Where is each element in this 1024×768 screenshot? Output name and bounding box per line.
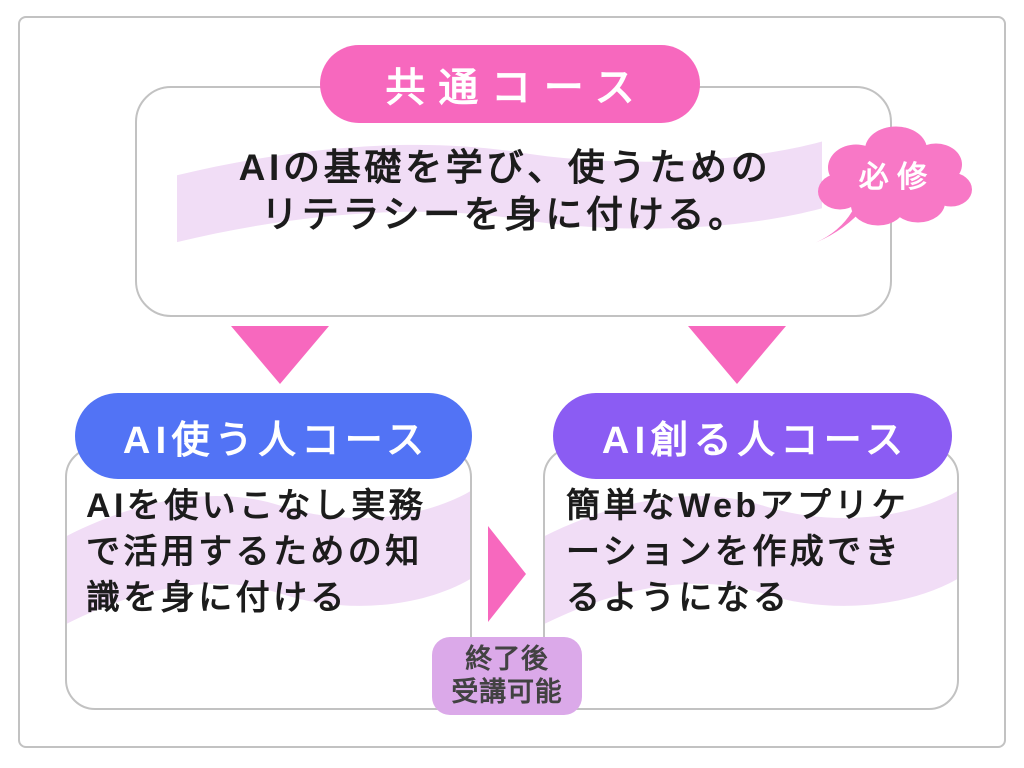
badge-line: 受講可能: [451, 677, 563, 707]
common-course-title: 共通コース: [385, 66, 648, 110]
common-course-box: [135, 86, 892, 317]
description-line: 識を身に付ける: [86, 579, 348, 617]
highlight-ribbon: [545, 491, 957, 624]
arrow-down-right-icon: [688, 326, 786, 384]
creator-course-title: AI創る人コース: [601, 419, 909, 462]
required-cloud-badge: 必修: [808, 118, 978, 246]
user-course-title-pill: AI使う人コース: [75, 393, 472, 479]
user-course-description: AIを使いこなし実務 で活用するための知 識を身に付ける: [86, 483, 426, 621]
arrow-right-icon: [488, 526, 526, 622]
common-course-description: AIの基礎を学び、使うための リテラシーを身に付ける。: [160, 144, 850, 238]
user-course-box: [65, 447, 472, 710]
description-line: リテラシーを身に付ける。: [261, 194, 749, 235]
completion-badge: 終了後 受講可能: [432, 637, 582, 715]
description-line: ーションを作成でき: [566, 533, 902, 571]
description-line: るようになる: [566, 579, 791, 617]
description-line: AIを使いこなし実務: [86, 487, 426, 525]
description-line: 簡単なWebアプリケ: [566, 487, 910, 525]
arrow-down-left-icon: [231, 326, 329, 384]
creator-course-description: 簡単なWebアプリケ ーションを作成でき るようになる: [566, 483, 909, 621]
cloud-icon: [816, 126, 972, 243]
creator-course-box: [543, 447, 959, 710]
description-line: AIの基礎を学び、使うための: [238, 147, 772, 188]
required-label: 必修: [858, 161, 936, 194]
badge-line: 終了後: [465, 644, 549, 674]
description-line: で活用するための知: [86, 533, 423, 571]
highlight-ribbon: [177, 141, 822, 243]
creator-course-title-pill: AI創る人コース: [553, 393, 952, 479]
user-course-title: AI使う人コース: [122, 419, 430, 462]
highlight-ribbon: [67, 491, 470, 624]
common-course-title-pill: 共通コース: [320, 45, 700, 123]
